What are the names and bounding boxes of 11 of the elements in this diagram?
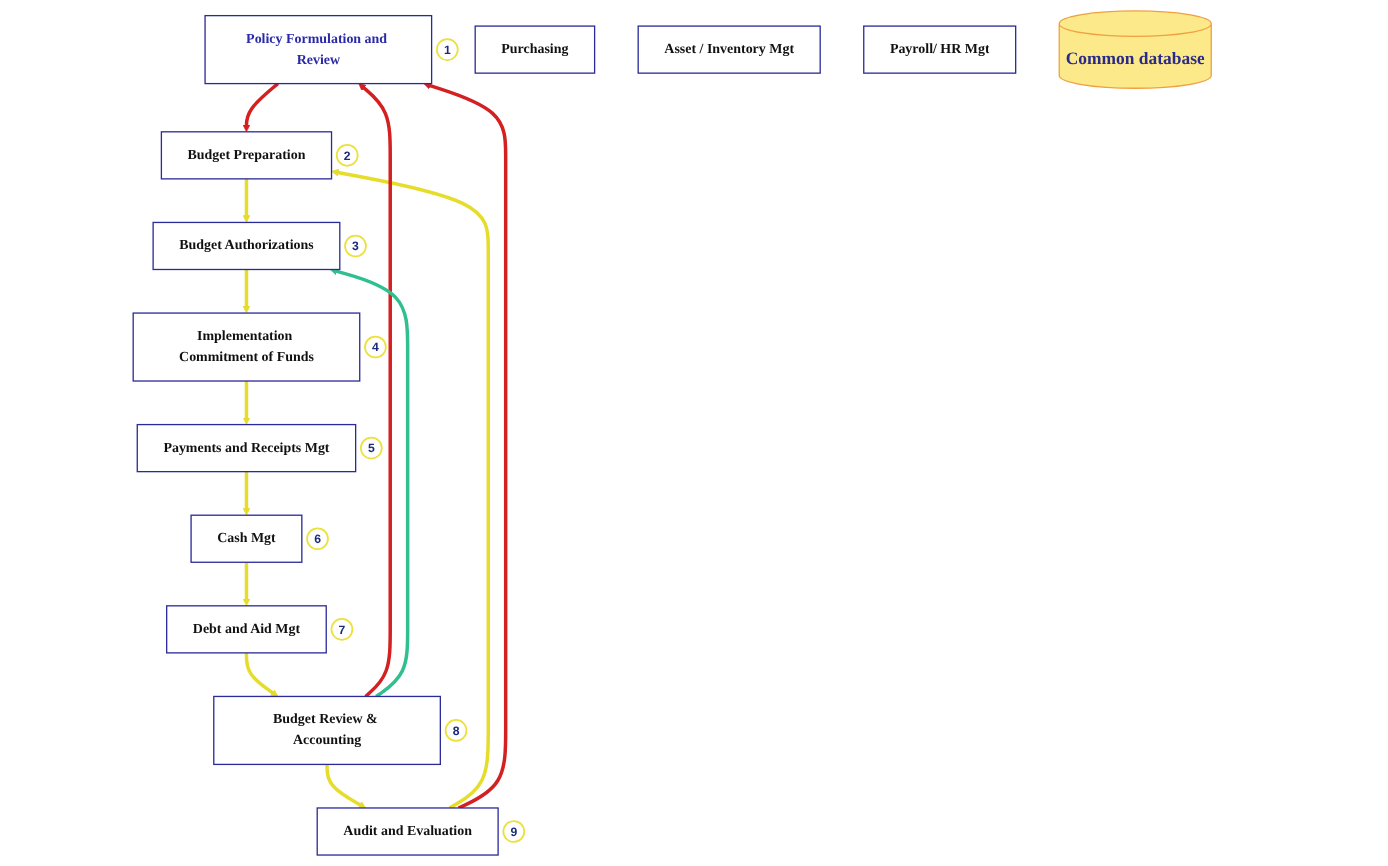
arrow [242, 562, 251, 607]
arrow [331, 168, 490, 810]
arrow [242, 82, 280, 133]
arrow [423, 82, 508, 810]
arrow [242, 471, 251, 516]
arrow [242, 178, 251, 223]
arrow [242, 269, 251, 314]
arrow [325, 764, 367, 809]
arrow [244, 652, 279, 697]
arrow [329, 267, 410, 698]
arrow [242, 381, 251, 425]
